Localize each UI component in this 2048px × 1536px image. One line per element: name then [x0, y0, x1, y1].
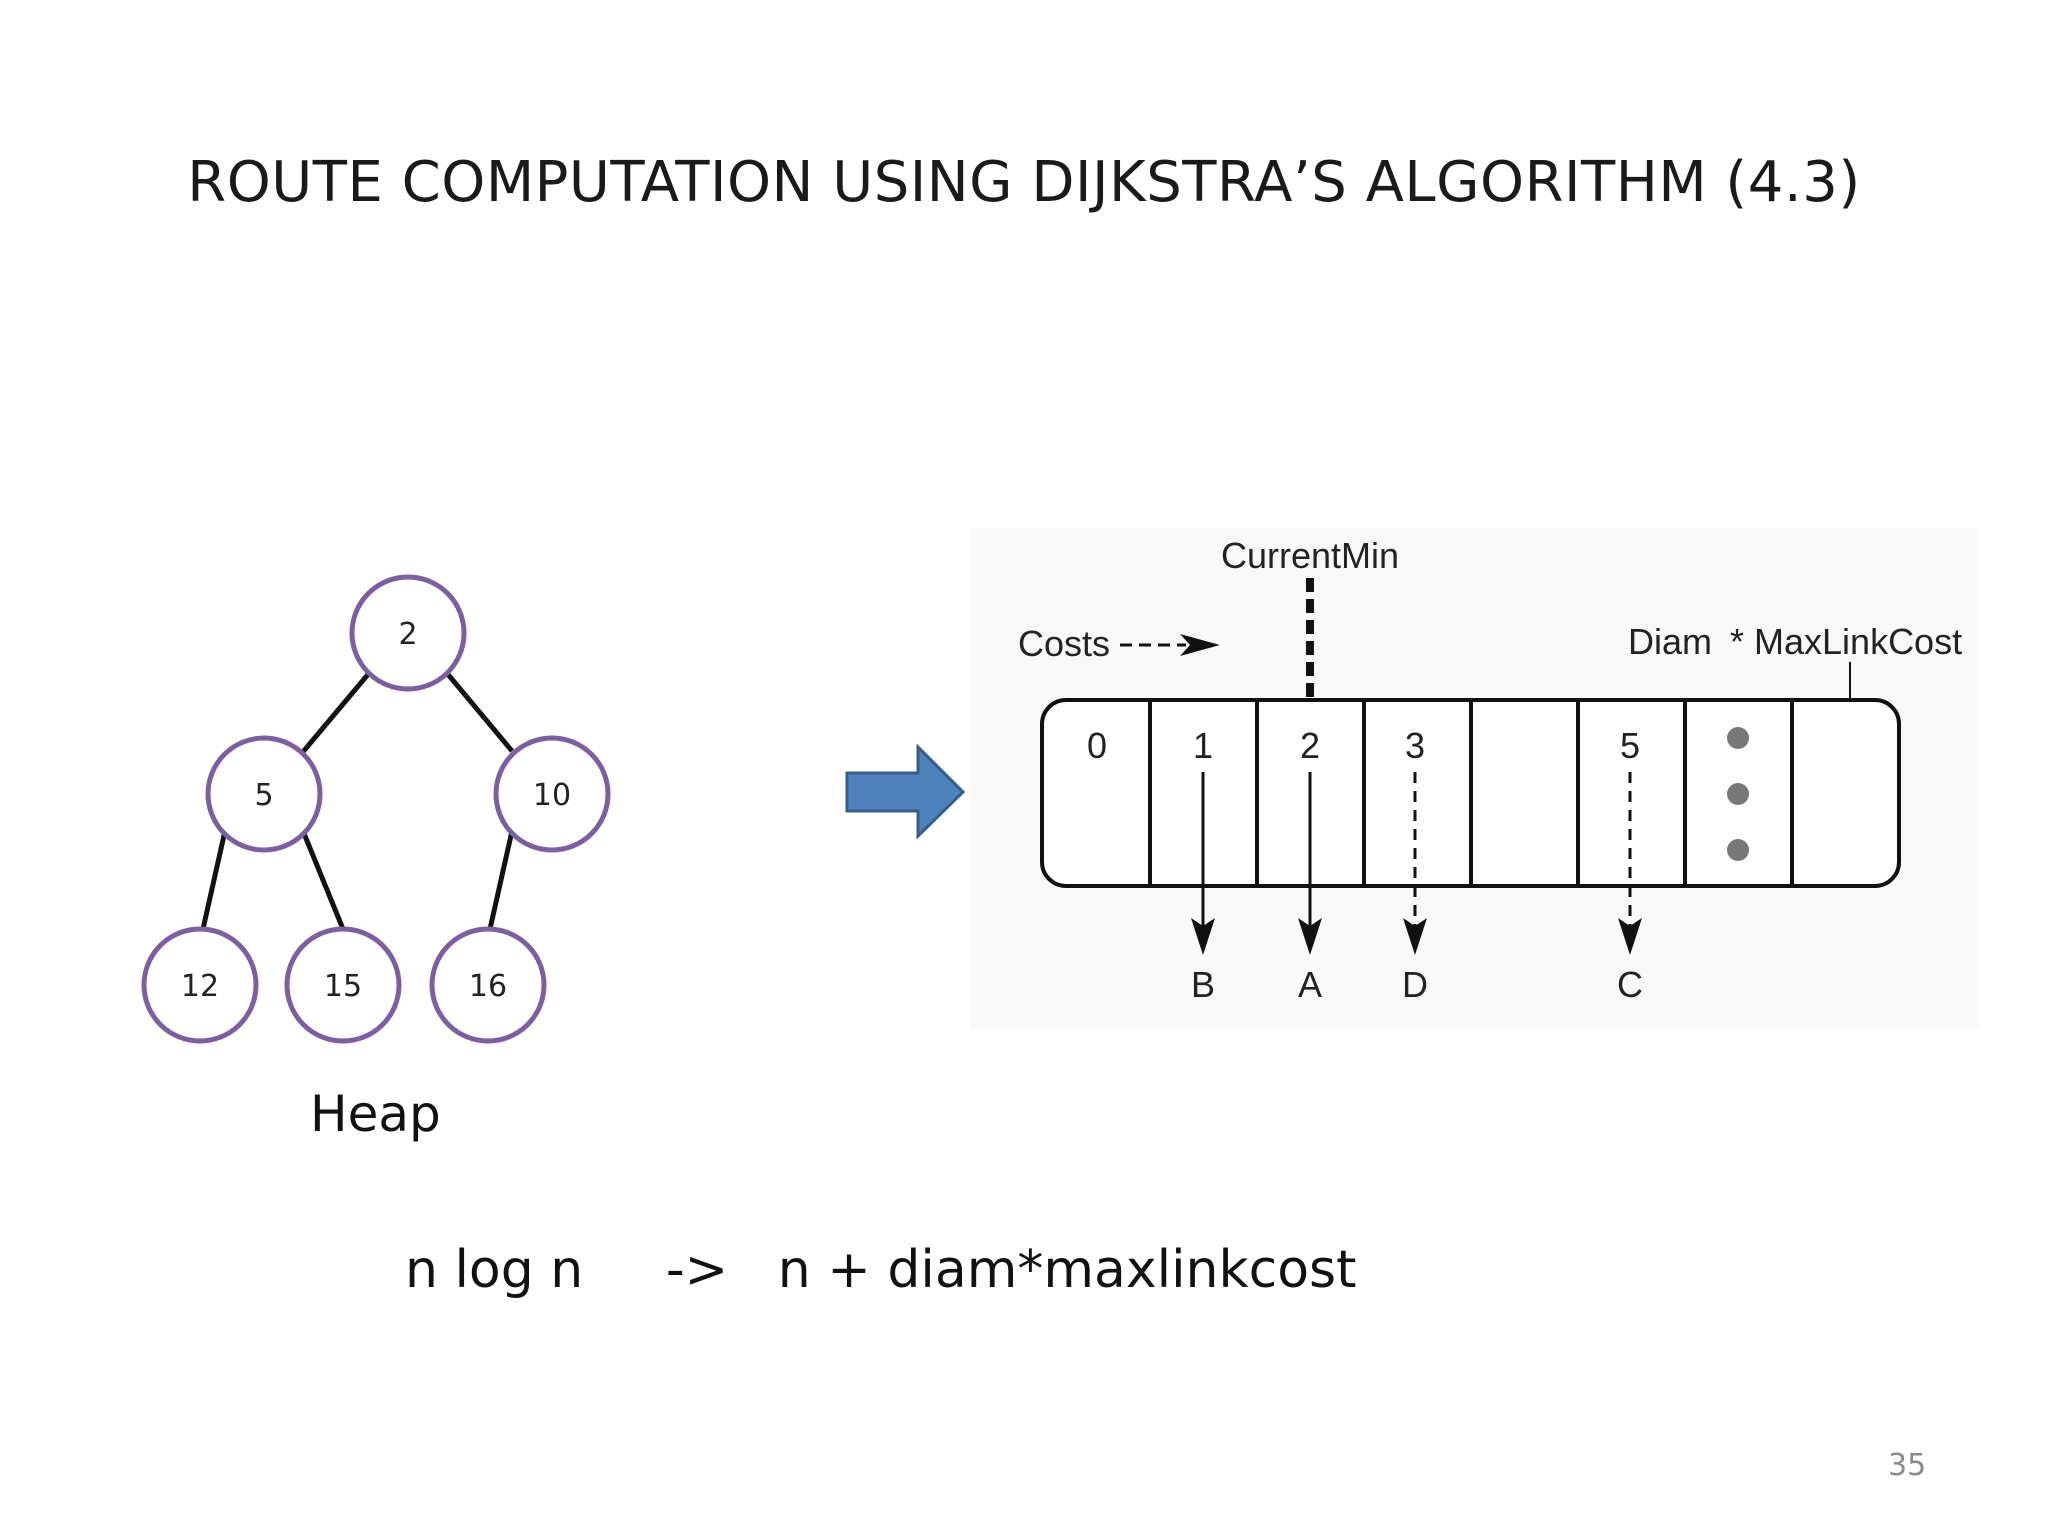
heap-node-label: 10: [533, 778, 571, 813]
pointer-arrowhead-icon: [1403, 918, 1427, 955]
pointer-arrowhead-icon: [1298, 918, 1322, 955]
diam-label: Diam: [1628, 621, 1712, 662]
heap-edge: [300, 670, 372, 755]
max-link-cost-label: * MaxLinkCost: [1730, 621, 1962, 662]
right-arrow-icon: [845, 743, 966, 840]
heap-node: 12: [141, 926, 259, 1044]
ellipsis-dot: [1727, 783, 1749, 805]
ellipsis-dot: [1727, 727, 1749, 749]
bucket-index: 5: [1620, 725, 1640, 766]
heap-node: 16: [429, 926, 547, 1044]
heap-node: 10: [493, 735, 611, 853]
heap-edge: [300, 830, 346, 930]
pointer-target-label: D: [1402, 964, 1428, 1005]
heap-node: 5: [205, 735, 323, 853]
complexity-statement: n log n -> n + diam*maxlinkcost: [405, 1240, 1357, 1300]
pointer-target-label: C: [1617, 964, 1643, 1005]
bucket-index: 1: [1193, 725, 1213, 766]
heap-node-label: 5: [254, 778, 273, 813]
heap-node-label: 2: [398, 617, 417, 652]
heap-edge: [200, 830, 228, 930]
page-number: 35: [1888, 1448, 1927, 1483]
pointer-target-label: A: [1298, 964, 1322, 1005]
heap-node-label: 16: [469, 969, 507, 1004]
heap-diagram: 2 5 10 12 15 16: [141, 574, 611, 1044]
pointer-target-label: B: [1191, 964, 1215, 1005]
bucket-index: 0: [1087, 725, 1107, 766]
heap-node-label: 15: [324, 969, 362, 1004]
pointer-arrowhead-icon: [1191, 918, 1215, 955]
heap-edge: [487, 830, 515, 930]
heap-caption: Heap: [310, 1085, 441, 1143]
heap-node: 2: [349, 574, 467, 692]
ellipsis-dot: [1727, 839, 1749, 861]
current-min-label: CurrentMin: [1221, 535, 1399, 576]
slide-title: ROUTE COMPUTATION USING DIJKSTRA’S ALGOR…: [187, 150, 1861, 215]
heap-node: 15: [284, 926, 402, 1044]
heap-edge: [444, 670, 514, 753]
bucket-array-diagram: 0 1 2 3 5 CurrentMin Costs Diam * MaxLin…: [970, 528, 1978, 1028]
bucket-index: 2: [1300, 725, 1320, 766]
costs-arrowhead-icon: [1180, 634, 1220, 656]
costs-label: Costs: [1018, 623, 1110, 664]
pointer-arrowhead-icon: [1618, 918, 1642, 955]
bucket-index: 3: [1405, 725, 1425, 766]
heap-node-label: 12: [181, 969, 219, 1004]
